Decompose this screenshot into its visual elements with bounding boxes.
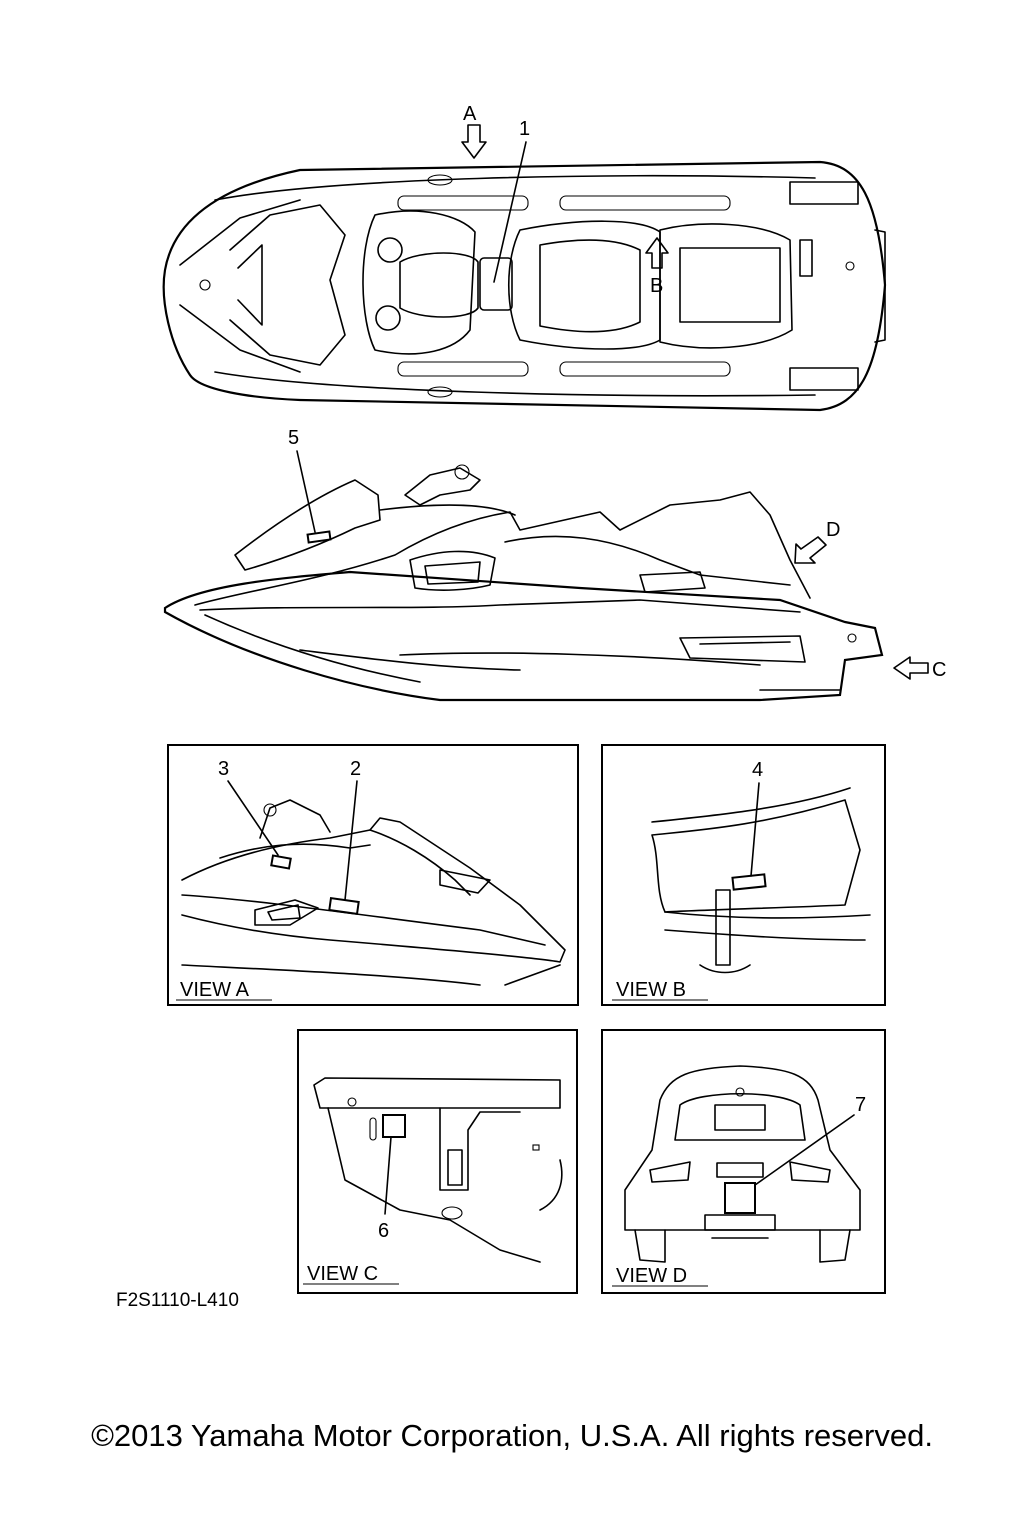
label-3-marker: [270, 854, 292, 870]
view-a-label: A: [463, 103, 477, 125]
callout-6: 6: [378, 1220, 389, 1242]
callout-2: 2: [350, 758, 361, 780]
view-d-arrow-icon: [794, 536, 827, 564]
leader-line-6: [384, 1136, 392, 1215]
view-b-label: B: [650, 275, 663, 297]
leader-line-2: [344, 780, 358, 901]
view-c-title: VIEW C: [307, 1263, 378, 1285]
top-view-watercraft: [162, 160, 887, 412]
view-b-drawing: [651, 787, 871, 974]
view-a-arrow-icon: [461, 124, 487, 159]
view-a-panel: [167, 744, 579, 1006]
label-2-marker: [328, 896, 360, 916]
leader-line-5: [296, 450, 316, 533]
view-b-title: VIEW B: [616, 979, 686, 1001]
leader-line-4: [750, 782, 760, 877]
leader-line-7: [754, 1114, 855, 1186]
label-4-marker: [731, 873, 767, 891]
callout-4: 4: [752, 759, 763, 781]
label-6-marker: [382, 1114, 406, 1138]
view-b-panel: [601, 744, 886, 1006]
view-d-label: D: [826, 519, 840, 541]
view-c-arrow-icon: [893, 656, 929, 680]
view-d-title: VIEW D: [616, 1265, 687, 1287]
view-c-drawing: [313, 1077, 563, 1263]
side-view-watercraft: [163, 464, 884, 702]
callout-3: 3: [218, 758, 229, 780]
copyright-notice: ©2013 Yamaha Motor Corporation, U.S.A. A…: [91, 1418, 933, 1453]
view-d-drawing: [624, 1065, 861, 1263]
leader-line-3: [227, 780, 279, 856]
view-a-title: VIEW A: [180, 979, 250, 1001]
callout-7: 7: [855, 1094, 866, 1116]
view-b-arrow-icon: [645, 237, 669, 269]
label-5-marker: [306, 530, 332, 544]
view-c-label: C: [932, 659, 946, 681]
view-c-panel: [297, 1029, 578, 1294]
leader-line-1: [493, 141, 527, 283]
drawing-code: F2S1110-L410: [116, 1290, 239, 1311]
callout-1: 1: [519, 118, 530, 140]
view-a-drawing: [181, 799, 566, 986]
label-7-marker: [724, 1182, 756, 1214]
callout-5: 5: [288, 427, 299, 449]
